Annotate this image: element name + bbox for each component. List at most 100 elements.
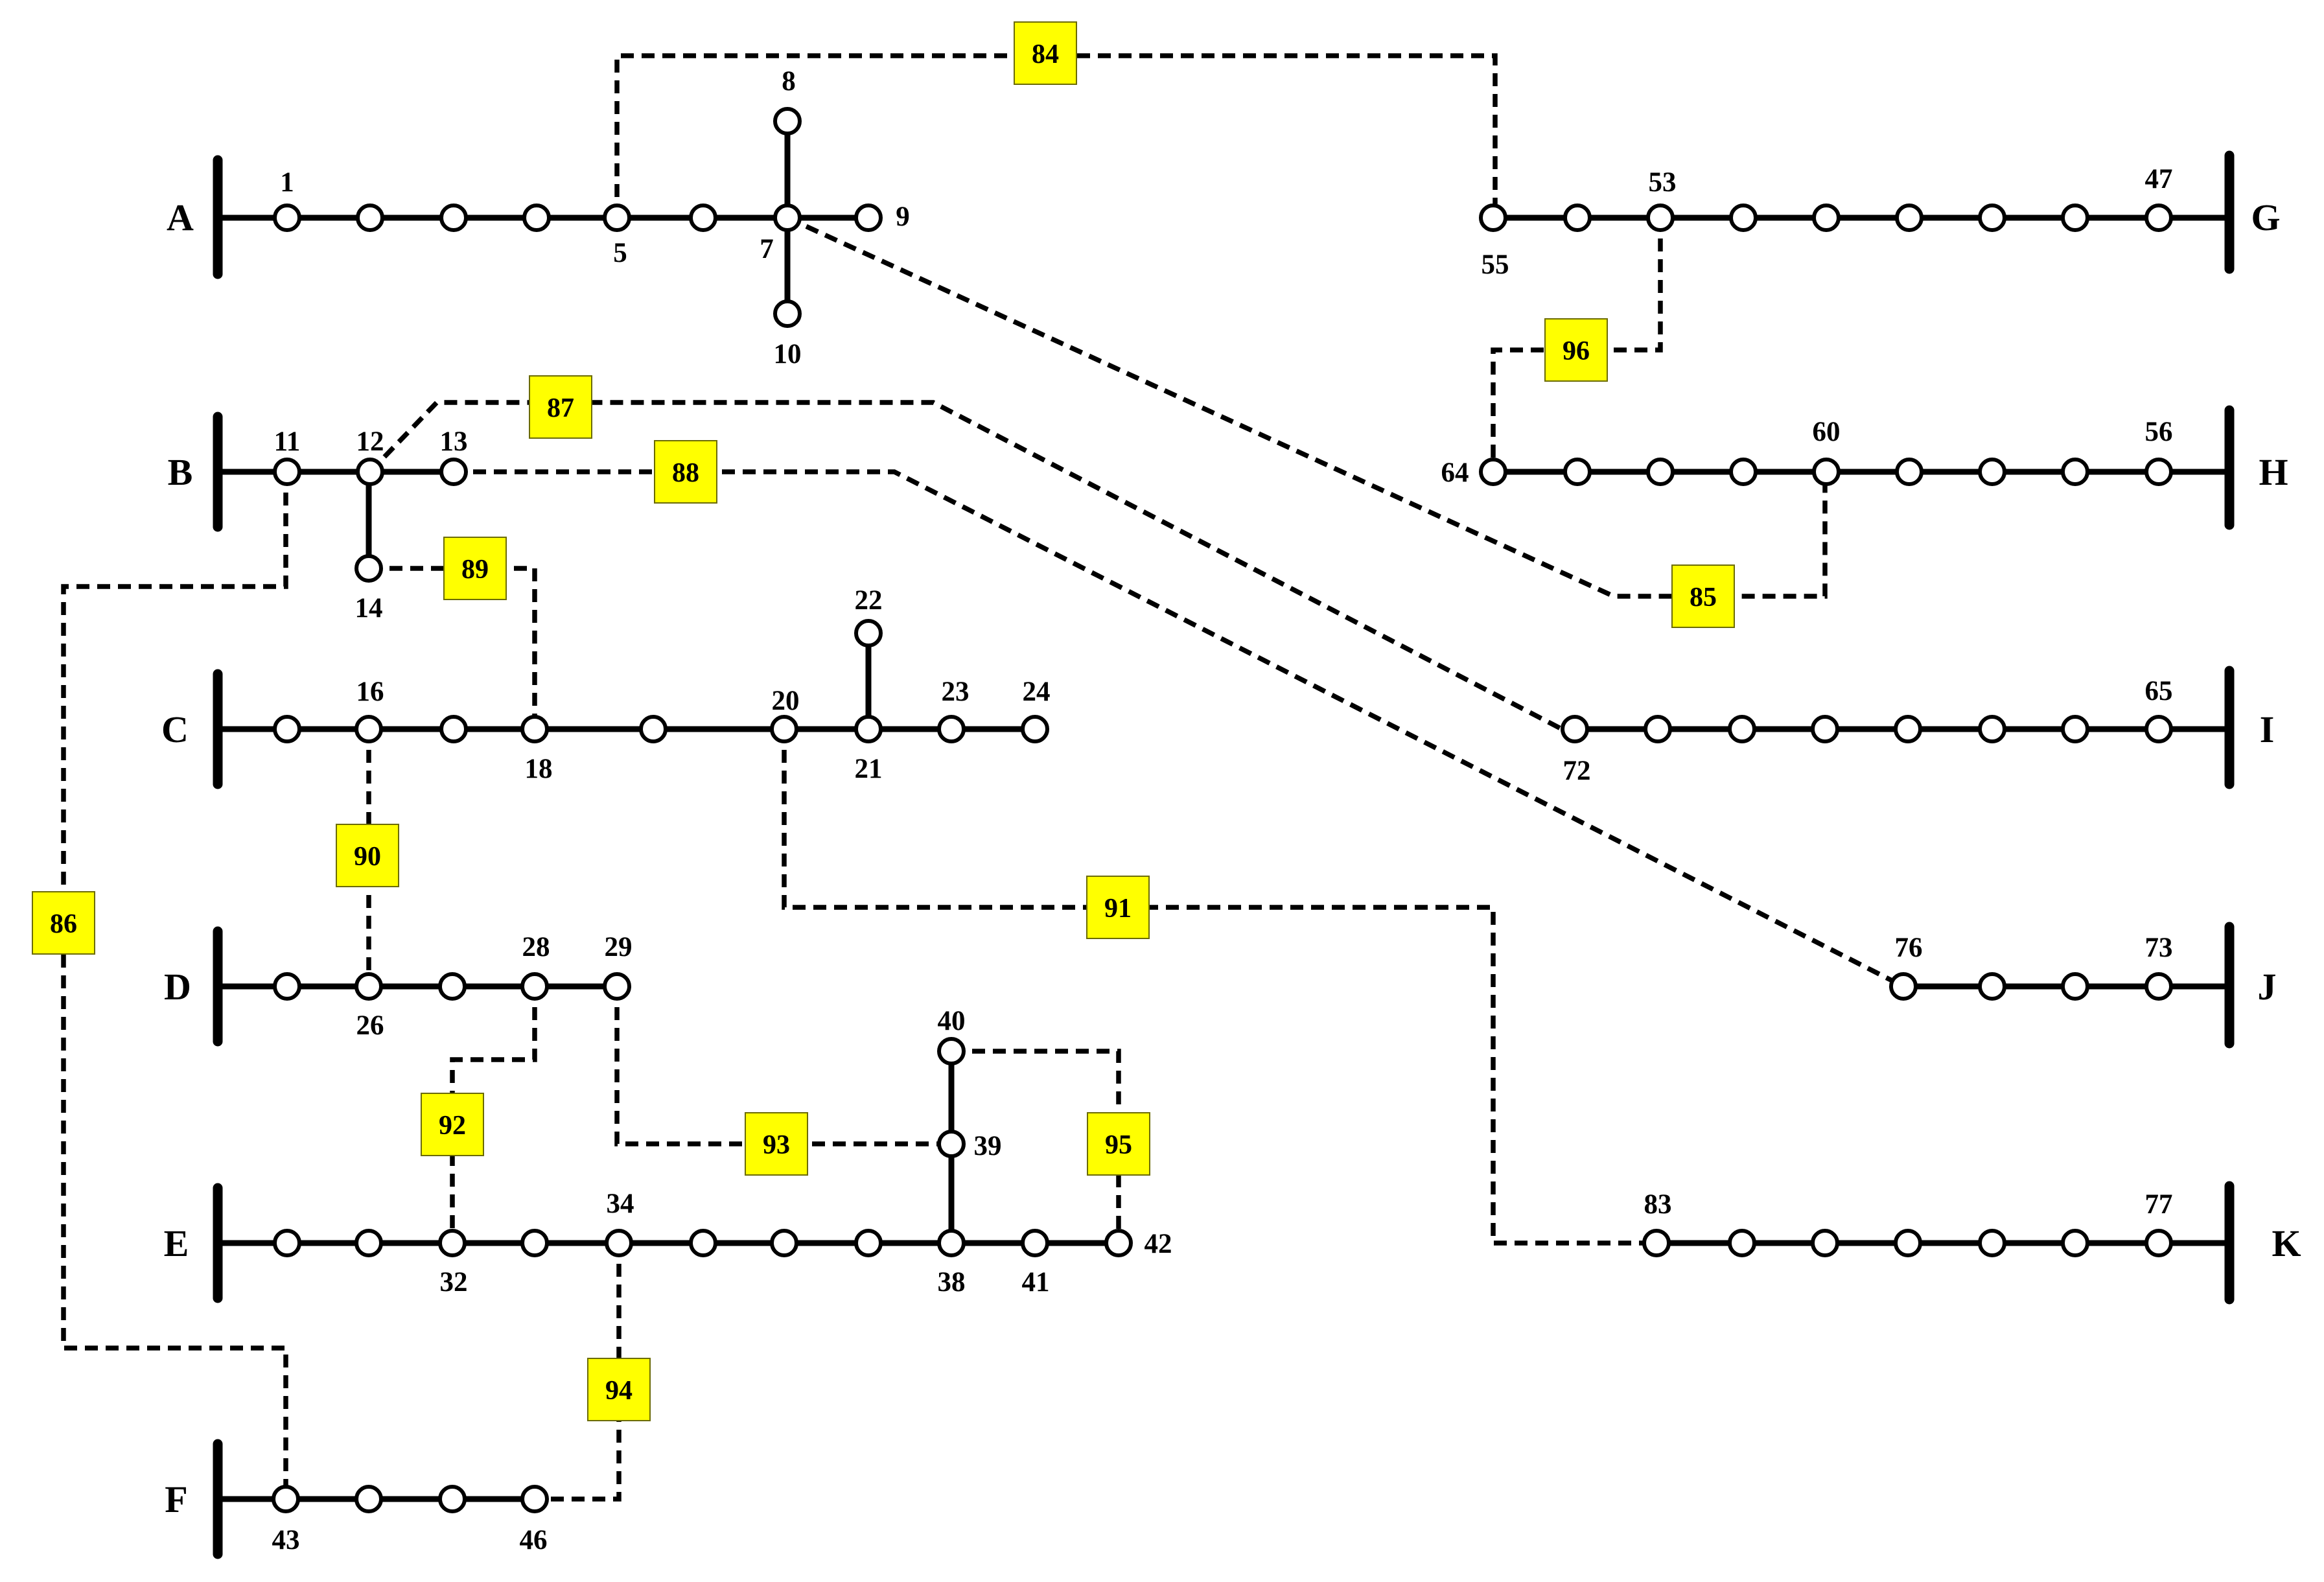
bus-node bbox=[354, 554, 383, 583]
bus-node bbox=[1978, 1229, 2006, 1257]
bus-node bbox=[273, 458, 301, 486]
bus-node bbox=[1812, 458, 1841, 486]
bus-node bbox=[1728, 1229, 1756, 1257]
node-label-11: 11 bbox=[274, 426, 301, 457]
node-label-38: 38 bbox=[938, 1267, 966, 1297]
bus-node bbox=[854, 619, 883, 647]
bus-bars bbox=[213, 150, 2235, 1559]
node-label-10: 10 bbox=[774, 339, 802, 369]
node-label-56: 56 bbox=[2145, 417, 2173, 447]
bus-node bbox=[1646, 458, 1675, 486]
bus-label-a: A bbox=[167, 196, 194, 238]
node-label-26: 26 bbox=[356, 1010, 384, 1041]
bus-node bbox=[689, 1229, 717, 1257]
bus-node bbox=[2144, 715, 2173, 743]
tie-line-86 bbox=[61, 472, 288, 1499]
bus-node bbox=[1479, 458, 1507, 486]
bus-node bbox=[1811, 1229, 1839, 1257]
tie-lines bbox=[61, 53, 1905, 1502]
bus-node bbox=[520, 715, 549, 743]
tie-switch-95[interactable]: 95 bbox=[1087, 1112, 1150, 1176]
node-label-32: 32 bbox=[440, 1267, 468, 1297]
bus-node bbox=[1642, 1229, 1671, 1257]
bus-label-h: H bbox=[2259, 451, 2288, 493]
bus-node bbox=[438, 1229, 467, 1257]
node-label-83: 83 bbox=[1644, 1189, 1672, 1220]
bus-node bbox=[1021, 715, 1049, 743]
bus-label-g: G bbox=[2251, 196, 2280, 238]
node-label-21: 21 bbox=[855, 754, 883, 784]
bus-node bbox=[273, 972, 301, 1001]
node-label-9: 9 bbox=[896, 202, 910, 232]
node-label-13: 13 bbox=[440, 426, 468, 457]
node-label-28: 28 bbox=[522, 932, 550, 962]
tie-switch-label: 85 bbox=[1690, 583, 1717, 612]
node-label-77: 77 bbox=[2145, 1189, 2173, 1220]
bus-node bbox=[2061, 972, 2089, 1001]
bus-node bbox=[1563, 204, 1592, 232]
bus-node bbox=[354, 972, 383, 1001]
bus-node bbox=[773, 299, 802, 328]
bus-node bbox=[1812, 204, 1841, 232]
tie-switch-label: 91 bbox=[1104, 894, 1132, 924]
bus-node bbox=[689, 204, 717, 232]
tie-switch-84[interactable]: 84 bbox=[1014, 21, 1077, 85]
tie-switch-87[interactable]: 87 bbox=[529, 375, 592, 439]
bus-node bbox=[770, 1229, 798, 1257]
bus-node bbox=[2144, 204, 2173, 232]
node-label-72: 72 bbox=[1563, 756, 1591, 786]
bus-node bbox=[438, 972, 467, 1001]
bus-node bbox=[605, 1229, 633, 1257]
bus-node bbox=[520, 1229, 549, 1257]
tie-switch-label: 96 bbox=[1563, 336, 1590, 366]
tie-switch-89[interactable]: 89 bbox=[443, 537, 507, 600]
tie-line-84 bbox=[614, 53, 1498, 218]
bus-node bbox=[1894, 1229, 1922, 1257]
node-label-46: 46 bbox=[520, 1525, 548, 1555]
bus-label-d: D bbox=[164, 966, 191, 1008]
bus-node bbox=[1978, 715, 2006, 743]
tie-line-95 bbox=[951, 1049, 1121, 1243]
bus-label-k: K bbox=[2272, 1222, 2301, 1264]
bus-node bbox=[2144, 458, 2173, 486]
bus-node bbox=[272, 1485, 300, 1513]
tie-switch-96[interactable]: 96 bbox=[1544, 318, 1608, 382]
node-label-53: 53 bbox=[1649, 167, 1677, 198]
bus-node bbox=[603, 204, 631, 232]
node-label-1: 1 bbox=[280, 167, 294, 198]
tie-line-91 bbox=[782, 729, 1656, 1246]
tie-switch-92[interactable]: 92 bbox=[421, 1093, 484, 1156]
node-label-7: 7 bbox=[760, 234, 774, 264]
node-label-5: 5 bbox=[613, 238, 627, 268]
bus-node bbox=[1978, 458, 2006, 486]
tie-switch-label: 95 bbox=[1105, 1130, 1132, 1160]
node-label-42: 42 bbox=[1145, 1229, 1172, 1259]
bus-label-j: J bbox=[2258, 966, 2277, 1008]
bus-node bbox=[1811, 715, 1839, 743]
bus-node bbox=[356, 458, 384, 486]
bus-node bbox=[354, 1485, 383, 1513]
tie-switch-94[interactable]: 94 bbox=[587, 1358, 651, 1421]
tie-switch-label: 86 bbox=[50, 909, 77, 939]
bus-node bbox=[1978, 204, 2006, 232]
tie-switch-86[interactable]: 86 bbox=[32, 891, 95, 955]
bus-node bbox=[439, 458, 468, 486]
tie-switch-90[interactable]: 90 bbox=[336, 824, 399, 887]
bus-node bbox=[1104, 1229, 1133, 1257]
bus-node bbox=[854, 1229, 883, 1257]
tie-switch-label: 84 bbox=[1032, 40, 1059, 69]
tie-switch-93[interactable]: 93 bbox=[745, 1112, 808, 1176]
tie-switch-label: 92 bbox=[439, 1111, 466, 1141]
node-label-14: 14 bbox=[355, 593, 383, 623]
bus-node bbox=[354, 715, 383, 743]
bus-node bbox=[354, 1229, 383, 1257]
bus-node bbox=[937, 715, 966, 743]
node-label-29: 29 bbox=[605, 932, 633, 962]
tie-line-93 bbox=[614, 986, 951, 1146]
tie-switch-91[interactable]: 91 bbox=[1086, 876, 1150, 939]
tie-switch-85[interactable]: 85 bbox=[1671, 564, 1735, 628]
node-label-16: 16 bbox=[356, 677, 384, 707]
node-label-24: 24 bbox=[1023, 677, 1051, 707]
bus-node bbox=[2061, 458, 2089, 486]
tie-switch-88[interactable]: 88 bbox=[654, 440, 717, 504]
